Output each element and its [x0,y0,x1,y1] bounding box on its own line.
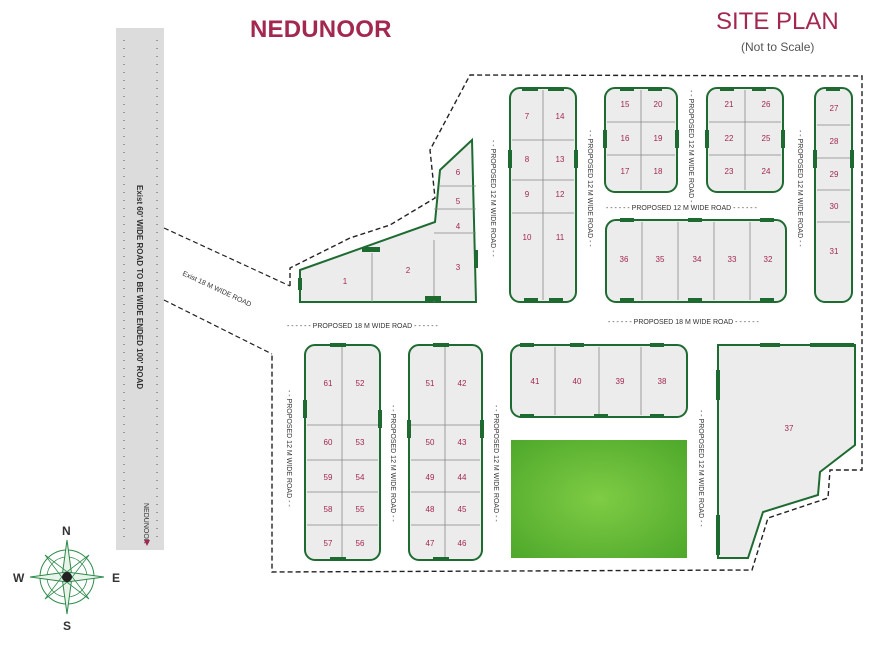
plot-42: 42 [458,379,467,388]
plot-18: 18 [654,167,663,176]
plot-10: 10 [523,233,532,242]
plot-8: 8 [525,155,530,164]
plot-22: 22 [725,134,734,143]
block-37 [717,344,856,559]
road-label-proposed-12-v-7: - - PROPOSED 12 M WIDE ROAD - - [492,405,499,522]
plot-52: 52 [356,379,365,388]
plot-43: 43 [458,438,467,447]
plot-44: 44 [458,473,467,482]
plot-49: 49 [426,473,435,482]
road-label-proposed-18-left: - - - - - - PROPOSED 18 M WIDE ROAD - - … [287,323,439,330]
plot-41: 41 [531,377,540,386]
compass-rose-icon [29,539,105,615]
plot-21: 21 [725,100,734,109]
plot-29: 29 [830,170,839,179]
plot-24: 24 [762,167,771,176]
plot-38: 38 [658,377,667,386]
plot-1: 1 [343,277,348,286]
block-52-61 [304,344,381,561]
plot-19: 19 [654,134,663,143]
plot-11: 11 [556,233,565,242]
road-label-proposed-12-v-4: - - PROPOSED 12 M WIDE ROAD - - [796,130,803,247]
plot-17: 17 [621,167,630,176]
plot-37: 37 [785,424,794,433]
location-title: NEDUNOOR [250,16,392,43]
plot-58: 58 [324,505,333,514]
plot-labels: 1 2 3 4 5 6 7 8 9 10 11 12 13 14 15 16 1… [324,100,839,548]
plot-4: 4 [456,222,461,231]
road-label-proposed-12-top: - - - - - - PROPOSED 12 M WIDE ROAD - - … [606,205,758,212]
road-label-proposed-12-v-2: - - PROPOSED 12 M WIDE ROAD - - [586,130,593,247]
green-park [511,440,687,558]
plot-45: 45 [458,505,467,514]
plot-9: 9 [525,190,530,199]
plot-27: 27 [830,104,839,113]
plot-13: 13 [556,155,565,164]
site-boundary [271,74,863,573]
plot-47: 47 [426,539,435,548]
plot-15: 15 [621,100,630,109]
plot-14: 14 [556,112,565,121]
plot-60: 60 [324,438,333,447]
road-label-proposed-12-v-8: - - PROPOSED 12 M WIDE ROAD - - [697,410,704,527]
exist-road-edge-top [163,227,291,287]
plot-46: 46 [458,539,467,548]
plot-39: 39 [616,377,625,386]
entrance-marks [298,87,854,561]
plot-55: 55 [356,505,365,514]
scale-note: (Not to Scale) [741,40,815,54]
plot-40: 40 [573,377,582,386]
plot-34: 34 [693,255,702,264]
plot-dividers [307,90,850,558]
plot-12: 12 [556,190,565,199]
plot-53: 53 [356,438,365,447]
direction-label: NEDUNOOR [142,503,149,544]
plot-57: 57 [324,539,333,548]
plot-3: 3 [456,263,461,272]
plot-32: 32 [764,255,773,264]
direction-arrow-icon [144,540,150,546]
road-label-proposed-12-v-5: - - PROPOSED 12 M WIDE ROAD - - [285,390,292,507]
plot-61: 61 [324,379,333,388]
plot-33: 33 [728,255,737,264]
road-label-proposed-12-v-3: - - PROPOSED 12 M WIDE ROAD - - [687,90,694,207]
plot-35: 35 [656,255,665,264]
plot-25: 25 [762,134,771,143]
plot-28: 28 [830,137,839,146]
road-label-proposed-12-v-1: - - PROPOSED 12 M WIDE ROAD - - [489,140,496,257]
exist-road-edge-bottom [163,299,273,355]
plot-50: 50 [426,438,435,447]
plot-5: 5 [456,197,461,206]
road-label-proposed-18-right: - - - - - - PROPOSED 18 M WIDE ROAD - - … [608,319,760,326]
plot-30: 30 [830,202,839,211]
main-road-label: Exist 60' WIDE ROAD TO BE WIDE ENDED 100… [135,185,144,389]
plot-36: 36 [620,255,629,264]
compass-s: S [63,619,71,633]
plot-16: 16 [621,134,630,143]
compass-n: N [62,524,71,538]
plot-2: 2 [406,266,411,275]
exist-road-label: Exist 18 M WIDE ROAD [181,270,252,308]
plot-7: 7 [525,112,530,121]
plot-56: 56 [356,539,365,548]
compass-w: W [13,571,25,585]
plot-48: 48 [426,505,435,514]
block-42-51 [408,344,483,561]
block-27-31 [814,87,853,303]
plot-59: 59 [324,473,333,482]
plot-6: 6 [456,168,461,177]
road-label-proposed-12-v-6: - - PROPOSED 12 M WIDE ROAD - - [389,405,396,522]
site-plan-title: SITE PLAN [716,8,839,35]
plot-51: 51 [426,379,435,388]
plot-31: 31 [830,247,839,256]
plot-23: 23 [725,167,734,176]
compass-e: E [112,571,120,585]
block-1-6 [299,137,478,303]
plot-26: 26 [762,100,771,109]
plot-20: 20 [654,100,663,109]
plot-54: 54 [356,473,365,482]
